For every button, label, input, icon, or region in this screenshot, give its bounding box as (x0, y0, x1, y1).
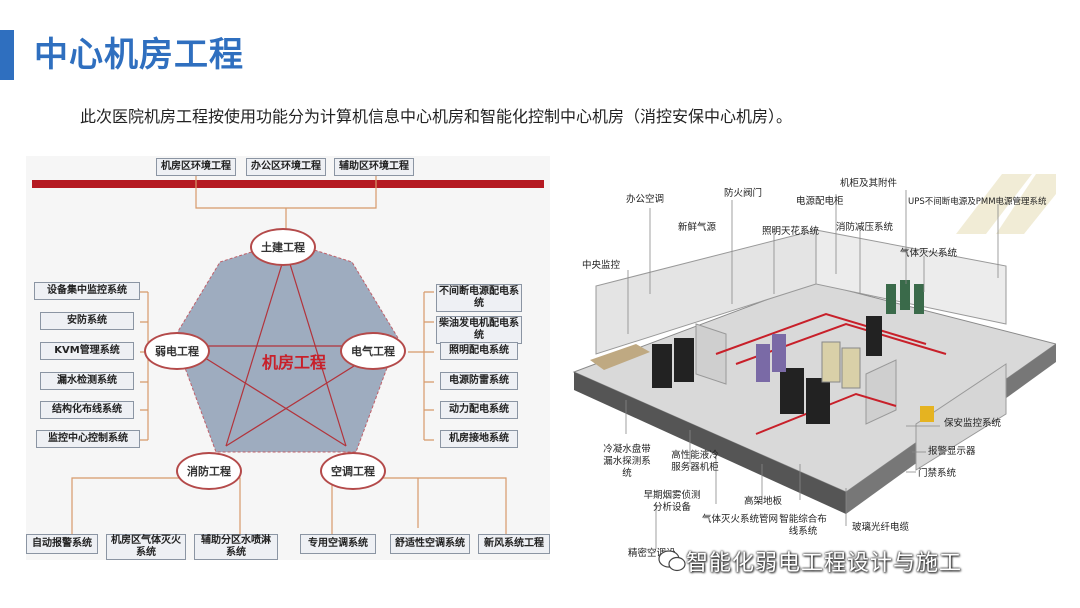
left-item: 结构化布线系统 (40, 401, 134, 419)
room-drawing (572, 174, 1058, 549)
label-power-cabinet: 电源配电柜 (796, 196, 844, 207)
left-item: KVM管理系统 (40, 342, 134, 360)
label-access-control: 门禁系统 (918, 468, 957, 479)
right-item: 不间断电源配电系统 (436, 284, 522, 312)
bottom-right-item: 舒适性空调系统 (390, 534, 470, 554)
server-room-illustration: 办公空调 防火阀门 机柜及其附件 UPS不间断电源及PMM电源管理系统 新鲜气源… (566, 174, 1058, 559)
category-aux-env: 辅助区环境工程 (334, 158, 414, 176)
label-office-ac: 办公空调 (626, 194, 665, 205)
right-item: 柴油发电机配电系统 (436, 316, 522, 344)
bottom-left-item: 机房区气体灭火系统 (106, 534, 186, 560)
label-security-monitor: 保安监控系统 (944, 418, 1002, 429)
label-smoke: 早期烟雾侦测分析设备 (643, 490, 701, 513)
label-fire-valve: 防火阀门 (724, 188, 763, 199)
right-item: 照明配电系统 (440, 342, 518, 360)
diagram-connectors (32, 174, 544, 536)
watermark-text: 智能化弱电工程设计与施工 (686, 551, 963, 576)
label-fire-pressure: 消防减压系统 (836, 222, 894, 233)
center-label: 机房工程 (262, 353, 327, 372)
label-lighting-ceiling: 照明天花系统 (762, 226, 820, 237)
label-cabinet-acc: 机柜及其附件 (840, 178, 898, 189)
node-fire: 消防工程 (176, 452, 242, 490)
intro-text: 此次医院机房工程按使用功能分为计算机信息中心机房和智能化控制中心机房（消控安保中… (80, 107, 793, 126)
page-title: 中心机房工程 (34, 35, 244, 75)
left-item: 监控中心控制系统 (36, 430, 140, 448)
label-alarm-display: 报警显示器 (928, 446, 976, 457)
label-raised-floor: 高架地板 (744, 496, 783, 507)
machine-room-engineering-diagram: 机房区环境工程 办公区环境工程 辅助区环境工程 土建工程 弱电工程 电气工程 消… (26, 156, 550, 560)
wechat-icon (658, 550, 686, 572)
category-office-env: 办公区环境工程 (246, 158, 326, 176)
right-item: 电源防雷系统 (440, 372, 518, 390)
bottom-left-item: 辅助分区水喷淋系统 (194, 534, 278, 560)
node-ac: 空调工程 (320, 452, 386, 490)
right-item: 动力配电系统 (440, 401, 518, 419)
label-precision-ac: 精密空调设 (628, 548, 676, 559)
node-civil: 土建工程 (250, 228, 316, 266)
label-gas-pipe: 气体灭火系统管网 (702, 514, 779, 525)
bottom-left-item: 自动报警系统 (26, 534, 98, 554)
label-hp-liquid: 高性能液冷服务器机柜 (671, 450, 719, 473)
left-item: 漏水检测系统 (40, 372, 134, 390)
label-condensate: 冷凝水盘带漏水探测系统 (603, 444, 651, 479)
bottom-right-item: 新风系统工程 (478, 534, 550, 554)
right-item: 机房接地系统 (440, 430, 518, 448)
label-cabling: 智能综合布线系统 (779, 514, 827, 537)
label-fiber: 玻璃光纤电缆 (852, 522, 910, 533)
label-gas-fire: 气体灭火系统 (900, 248, 958, 259)
label-fresh-air: 新鲜气源 (678, 222, 717, 233)
left-item: 设备集中监控系统 (34, 282, 140, 300)
node-electrical: 电气工程 (340, 332, 406, 370)
left-item: 安防系统 (40, 312, 134, 330)
bottom-right-item: 专用空调系统 (300, 534, 376, 554)
label-ups-pmm: UPS不间断电源及PMM电源管理系统 (908, 197, 1047, 207)
category-room-env: 机房区环境工程 (156, 158, 236, 176)
title-accent-bar (0, 30, 14, 80)
node-low-voltage: 弱电工程 (144, 332, 210, 370)
label-central-monitor: 中央监控 (582, 260, 621, 271)
